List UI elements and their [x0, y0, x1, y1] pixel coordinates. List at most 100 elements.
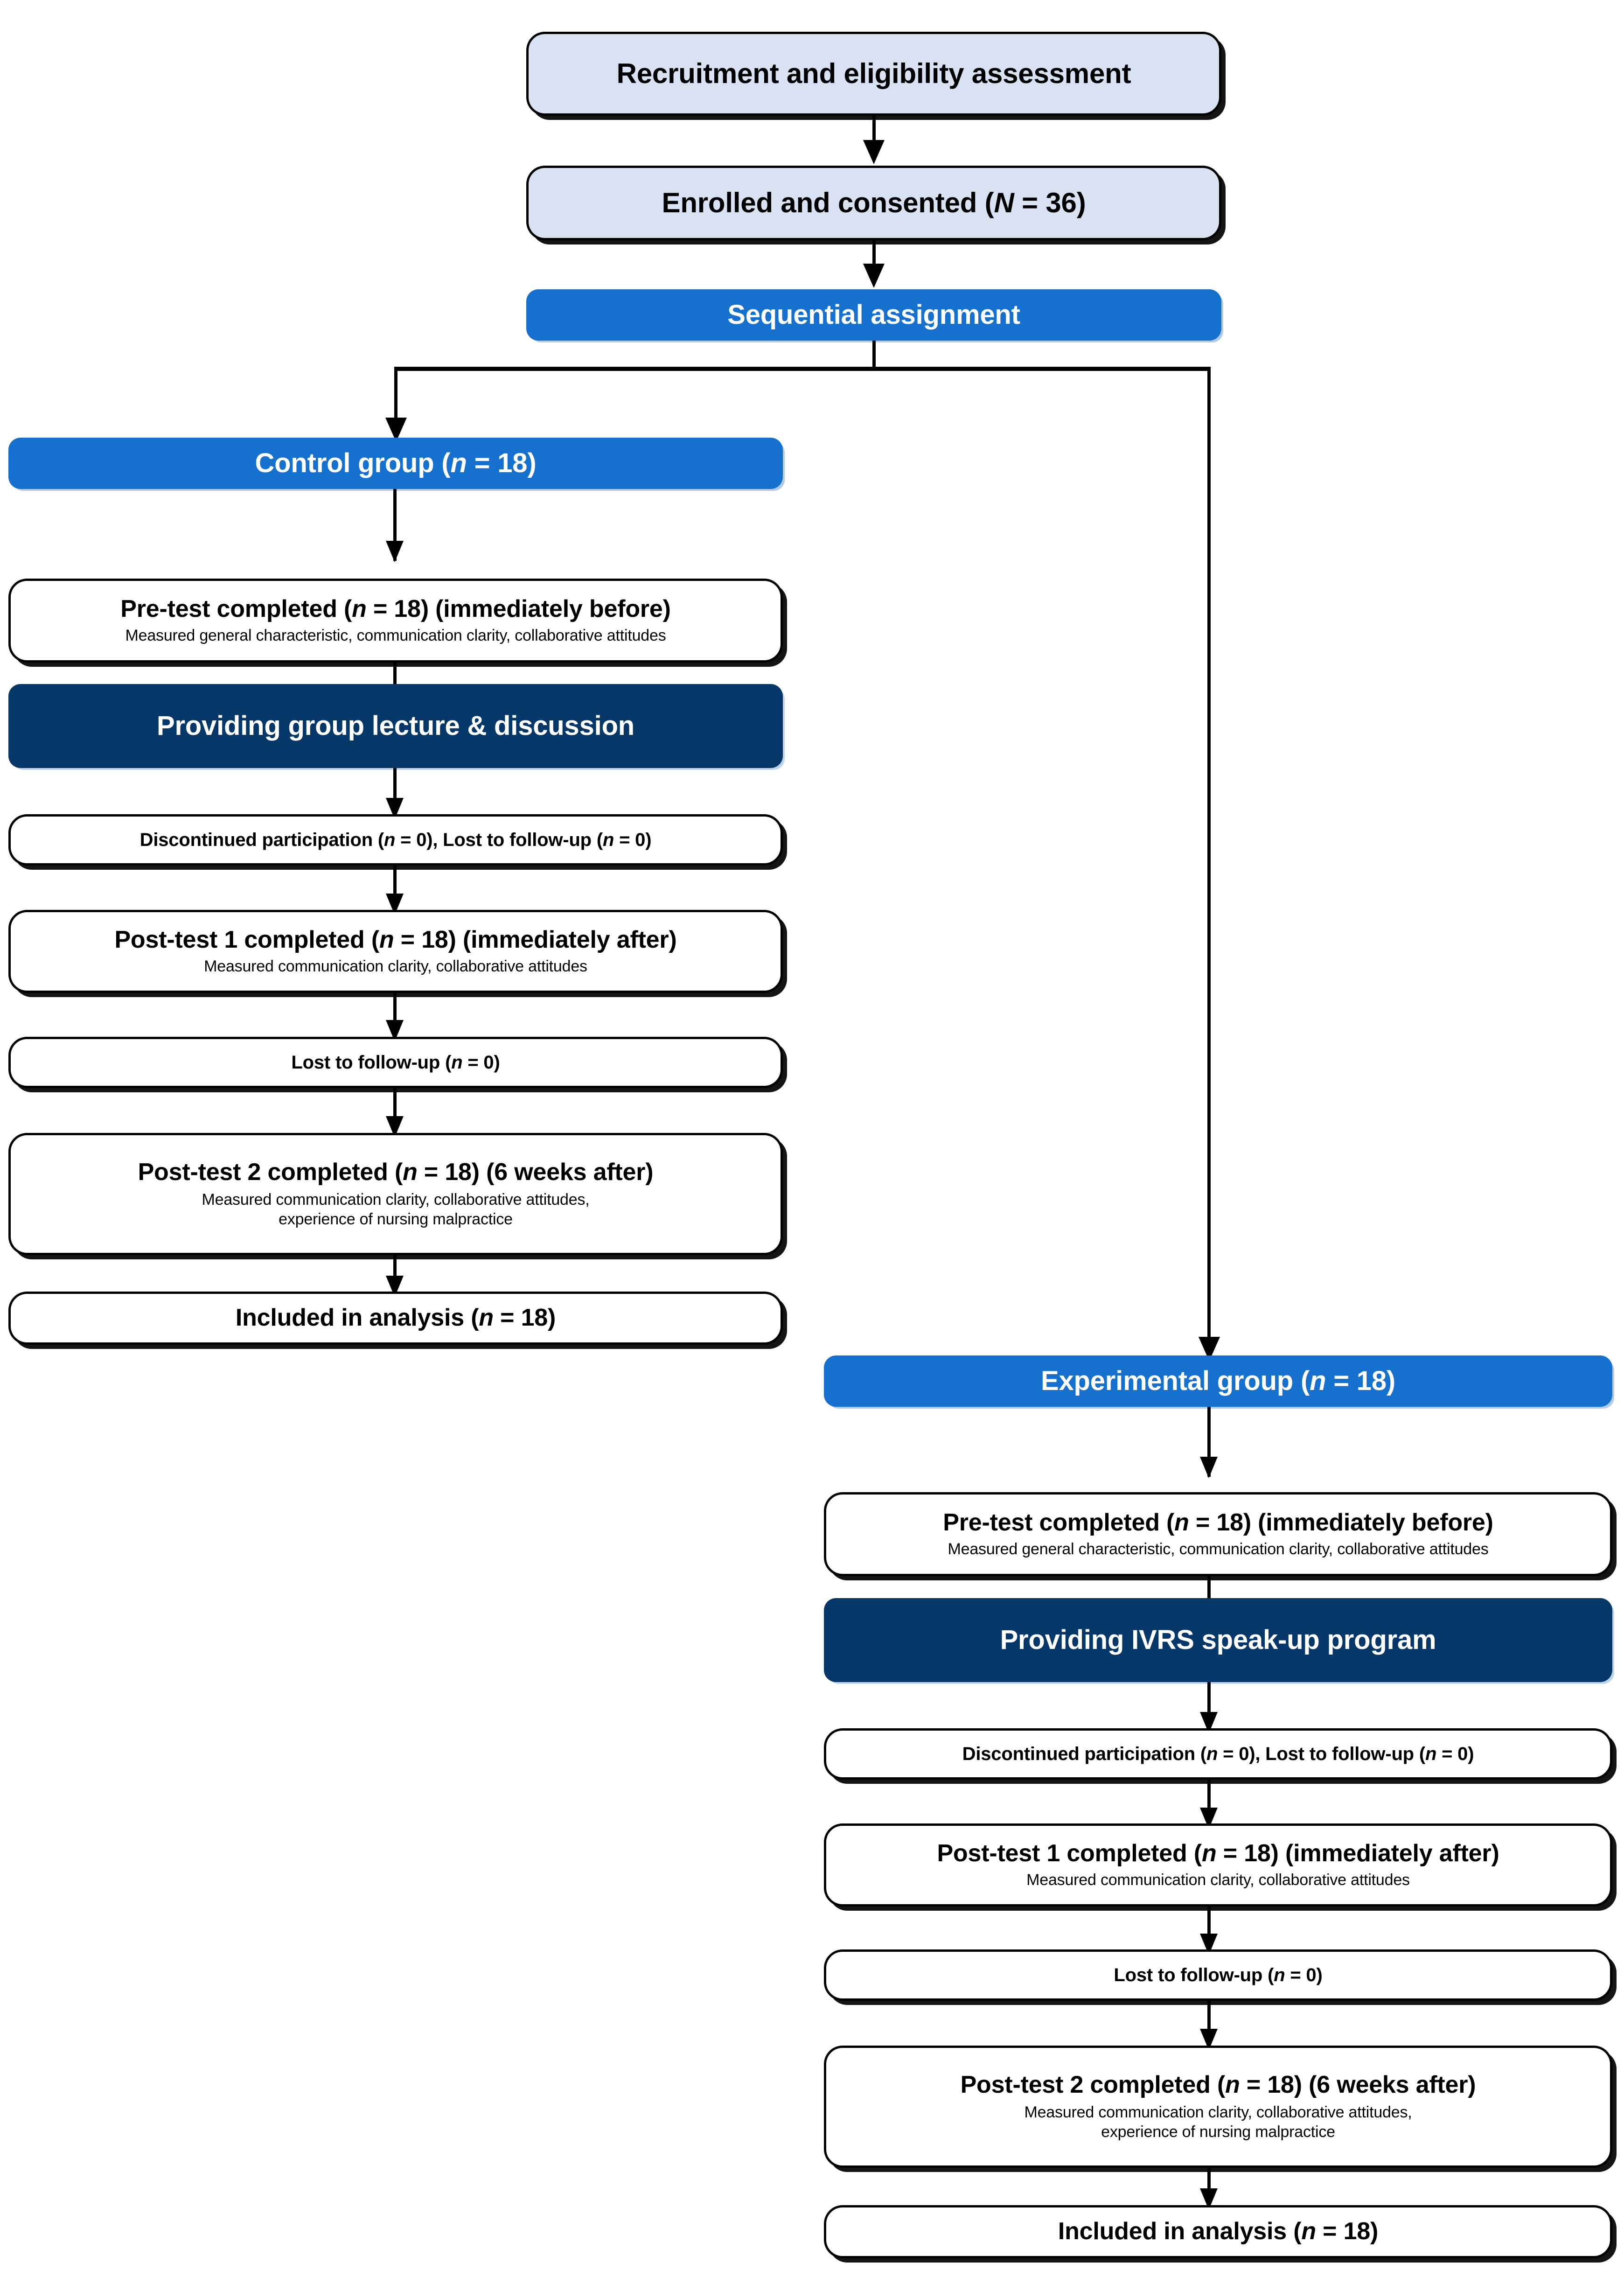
control-header-symbol: n [450, 448, 467, 479]
experimental-discontinued-part1: Discontinued participation ( [962, 1744, 1207, 1764]
connector-experimental-discontinued-posttest1 [1207, 1780, 1211, 1826]
control-header-suffix: = 18) [467, 448, 537, 479]
control-pretest-prefix: Pre-test completed ( [120, 595, 352, 622]
connector-control-posttest2-analysis [393, 1255, 397, 1292]
experimental-pretest-suffix: = 18) (immediately before) [1189, 1509, 1493, 1536]
connector-assignment-stem [872, 341, 876, 370]
node-experimental-posttest2-sub-line1: Measured communication clarity, collabor… [1024, 2103, 1412, 2122]
control-pretest-suffix: = 18) (immediately before) [366, 595, 671, 622]
experimental-analysis-prefix: Included in analysis ( [1058, 2218, 1302, 2245]
connector-experimental-posttest2-analysis [1207, 2168, 1211, 2206]
node-control-posttest2-sub-line2: experience of nursing malpractice [279, 1210, 513, 1228]
node-enrolled-prefix: Enrolled and consented ( [662, 187, 994, 218]
control-analysis-suffix: = 18) [493, 1304, 556, 1332]
node-experimental-pretest-title: Pre-test completed (n = 18) (immediately… [943, 1509, 1493, 1536]
control-discontinued-part2: = 0), Lost to follow-up ( [395, 830, 603, 850]
node-enrolled: Enrolled and consented (N = 36) [526, 166, 1221, 240]
node-experimental-posttest2-sub-line2: experience of nursing malpractice [1101, 2123, 1335, 2141]
experimental-discontinued-symbol2: n [1425, 1744, 1437, 1764]
node-control-pretest: Pre-test completed (n = 18) (immediately… [8, 579, 783, 663]
node-recruitment: Recruitment and eligibility assessment [526, 32, 1221, 116]
node-experimental-posttest2: Post-test 2 completed (n = 18) (6 weeks … [824, 2046, 1612, 2168]
control-analysis-symbol: n [479, 1304, 494, 1332]
experimental-posttest1-symbol: n [1201, 1839, 1217, 1867]
node-control-posttest2: Post-test 2 completed (n = 18) (6 weeks … [8, 1133, 783, 1255]
connector-experimental-header-pretest [1207, 1407, 1211, 1477]
experimental-posttest2-suffix: = 18) (6 weeks after) [1240, 2071, 1476, 2098]
node-control-intervention: Providing group lecture & discussion [8, 684, 783, 768]
node-control-posttest1-sub: Measured communication clarity, collabor… [204, 957, 587, 975]
control-discontinued-part3: = 0) [614, 830, 652, 850]
node-enrolled-title: Enrolled and consented (N = 36) [662, 188, 1086, 218]
connector-experimental-posttest1-lost [1207, 1907, 1211, 1952]
experimental-lost-prefix: Lost to follow-up ( [1114, 1965, 1274, 1985]
control-posttest1-suffix: = 18) (immediately after) [394, 926, 677, 953]
node-recruitment-title: Recruitment and eligibility assessment [616, 58, 1131, 89]
experimental-header-symbol: n [1310, 1366, 1326, 1397]
node-experimental-discontinued: Discontinued participation (n = 0), Lost… [824, 1728, 1612, 1780]
experimental-header-suffix: = 18) [1326, 1366, 1396, 1397]
connector-experimental-lost-posttest2 [1207, 2001, 1211, 2047]
experimental-pretest-symbol: n [1174, 1509, 1189, 1536]
node-control-discontinued-title: Discontinued participation (n = 0), Lost… [140, 830, 652, 850]
experimental-posttest1-prefix: Post-test 1 completed ( [937, 1839, 1202, 1867]
node-enrolled-suffix: = 36) [1014, 187, 1086, 218]
experimental-lost-symbol: n [1274, 1965, 1285, 1985]
node-control-included-analysis: Included in analysis (n = 18) [8, 1292, 783, 1345]
connector-control-lost-posttest2 [393, 1088, 397, 1135]
node-control-posttest2-sub-line1: Measured communication clarity, collabor… [202, 1191, 590, 1209]
control-pretest-symbol: n [352, 595, 367, 622]
control-posttest1-prefix: Post-test 1 completed ( [114, 926, 379, 953]
experimental-posttest1-suffix: = 18) (immediately after) [1216, 1839, 1499, 1867]
connector-control-discontinued-posttest1 [393, 866, 397, 912]
node-experimental-posttest1-sub: Measured communication clarity, collabor… [1026, 1871, 1410, 1889]
connector-enrolled-assignment [872, 240, 876, 268]
node-experimental-pretest: Pre-test completed (n = 18) (immediately… [824, 1492, 1612, 1576]
control-header-prefix: Control group ( [255, 448, 451, 479]
experimental-header-prefix: Experimental group ( [1040, 1366, 1310, 1397]
arrowhead-enrolled-assignment [863, 264, 885, 288]
control-lost-symbol: n [451, 1052, 463, 1073]
node-experimental-included-analysis: Included in analysis (n = 18) [824, 2205, 1612, 2258]
control-posttest1-symbol: n [379, 926, 394, 953]
node-experimental-included-analysis-title: Included in analysis (n = 18) [1058, 2218, 1379, 2245]
experimental-pretest-prefix: Pre-test completed ( [943, 1509, 1175, 1536]
node-control-posttest2-title: Post-test 2 completed (n = 18) (6 weeks … [138, 1159, 654, 1186]
control-discontinued-part1: Discontinued participation ( [139, 830, 384, 850]
experimental-posttest2-symbol: n [1225, 2071, 1240, 2098]
node-experimental-pretest-sub: Measured general characteristic, communi… [948, 1540, 1489, 1558]
connector-assignment-left-drop [394, 367, 397, 431]
node-control-lost-followup-title: Lost to follow-up (n = 0) [291, 1052, 500, 1073]
node-control-included-analysis-title: Included in analysis (n = 18) [236, 1305, 556, 1331]
control-posttest2-suffix: = 18) (6 weeks after) [417, 1158, 654, 1186]
connector-experimental-intervention-discontinued [1207, 1682, 1211, 1731]
node-sequential-assignment: Sequential assignment [526, 289, 1221, 341]
node-control-group-header-title: Control group (n = 18) [255, 448, 537, 478]
control-analysis-prefix: Included in analysis ( [235, 1304, 479, 1332]
experimental-analysis-symbol: n [1301, 2218, 1316, 2245]
control-lost-suffix: = 0) [462, 1052, 500, 1073]
connector-control-header-pretest [393, 489, 397, 561]
control-discontinued-symbol1: n [383, 830, 396, 850]
node-experimental-lost-followup: Lost to follow-up (n = 0) [824, 1949, 1612, 2001]
experimental-posttest2-prefix: Post-test 2 completed ( [960, 2071, 1226, 2098]
node-control-discontinued: Discontinued participation (n = 0), Lost… [8, 814, 783, 866]
connector-assignment-right-drop [1207, 367, 1211, 1352]
node-control-pretest-title: Pre-test completed (n = 18) (immediately… [120, 595, 671, 622]
connector-control-posttest1-lost [393, 993, 397, 1038]
experimental-analysis-suffix: = 18) [1316, 2218, 1379, 2245]
connector-assignment-bridge [394, 367, 1211, 371]
experimental-discontinued-symbol1: n [1206, 1744, 1218, 1764]
experimental-discontinued-part2: = 0), Lost to follow-up ( [1218, 1744, 1425, 1764]
control-posttest2-prefix: Post-test 2 completed ( [138, 1158, 403, 1186]
control-lost-prefix: Lost to follow-up ( [291, 1052, 452, 1073]
node-control-lost-followup: Lost to follow-up (n = 0) [8, 1037, 783, 1088]
node-sequential-assignment-title: Sequential assignment [727, 300, 1020, 330]
node-control-posttest1-title: Post-test 1 completed (n = 18) (immediat… [114, 926, 677, 953]
experimental-discontinued-part3: = 0) [1436, 1744, 1474, 1764]
node-control-pretest-sub: Measured general characteristic, communi… [125, 626, 666, 644]
node-experimental-lost-followup-title: Lost to follow-up (n = 0) [1114, 1965, 1322, 1985]
arrowhead-experimental-header-pretest [1200, 1457, 1218, 1478]
connector-recruitment-enrolled [872, 116, 876, 147]
node-control-posttest1: Post-test 1 completed (n = 18) (immediat… [8, 910, 783, 993]
